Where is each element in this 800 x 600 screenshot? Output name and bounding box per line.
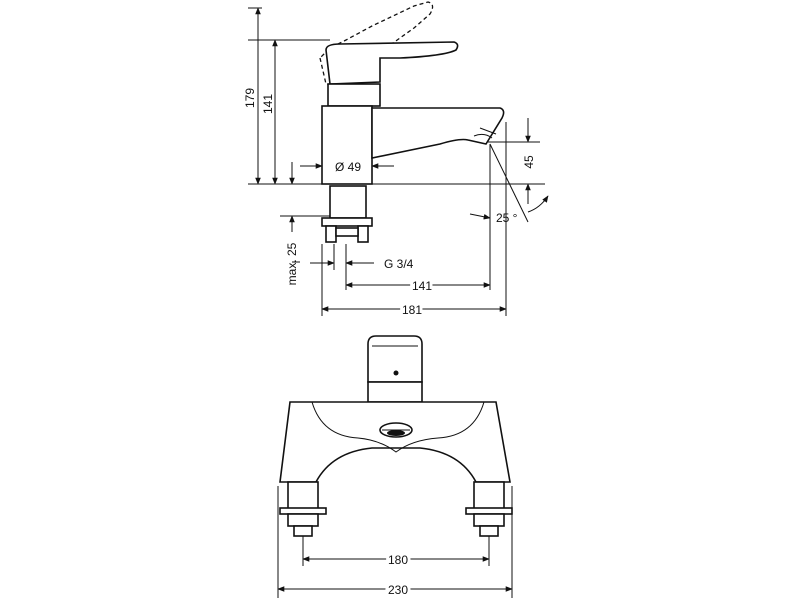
front-body [279,401,511,483]
fixing-washer [321,217,373,227]
front-handle [367,335,423,383]
left-leg [287,481,319,511]
spout [371,107,505,159]
side-view: 179 141 Ø 49 45 25 ° max. 25 G 3/4 141 [243,1,549,320]
lever-handle [325,41,459,85]
dim-width-total: 230 [388,583,408,597]
fixing-shank [329,185,367,219]
dim-diameter: Ø 49 [335,160,361,174]
fixing-nut-right [357,225,369,243]
dim-height-spout: 141 [261,94,275,114]
dim-max-thickness: max. 25 [285,242,299,285]
dim-inlet-spacing: 180 [388,553,408,567]
dim-height-total: 179 [243,88,257,108]
dim-spout-drop: 45 [522,155,536,169]
dim-angle: 25 ° [496,211,518,225]
right-leg [473,481,505,511]
front-view: 180 230 [277,335,513,600]
dim-reach-spout: 141 [412,279,432,293]
mixer-neck [327,83,381,107]
dim-thread: G 3/4 [384,257,414,271]
front-neck [367,381,423,403]
dim-reach-total: 181 [402,303,422,317]
fixing-nut-left [325,225,337,243]
